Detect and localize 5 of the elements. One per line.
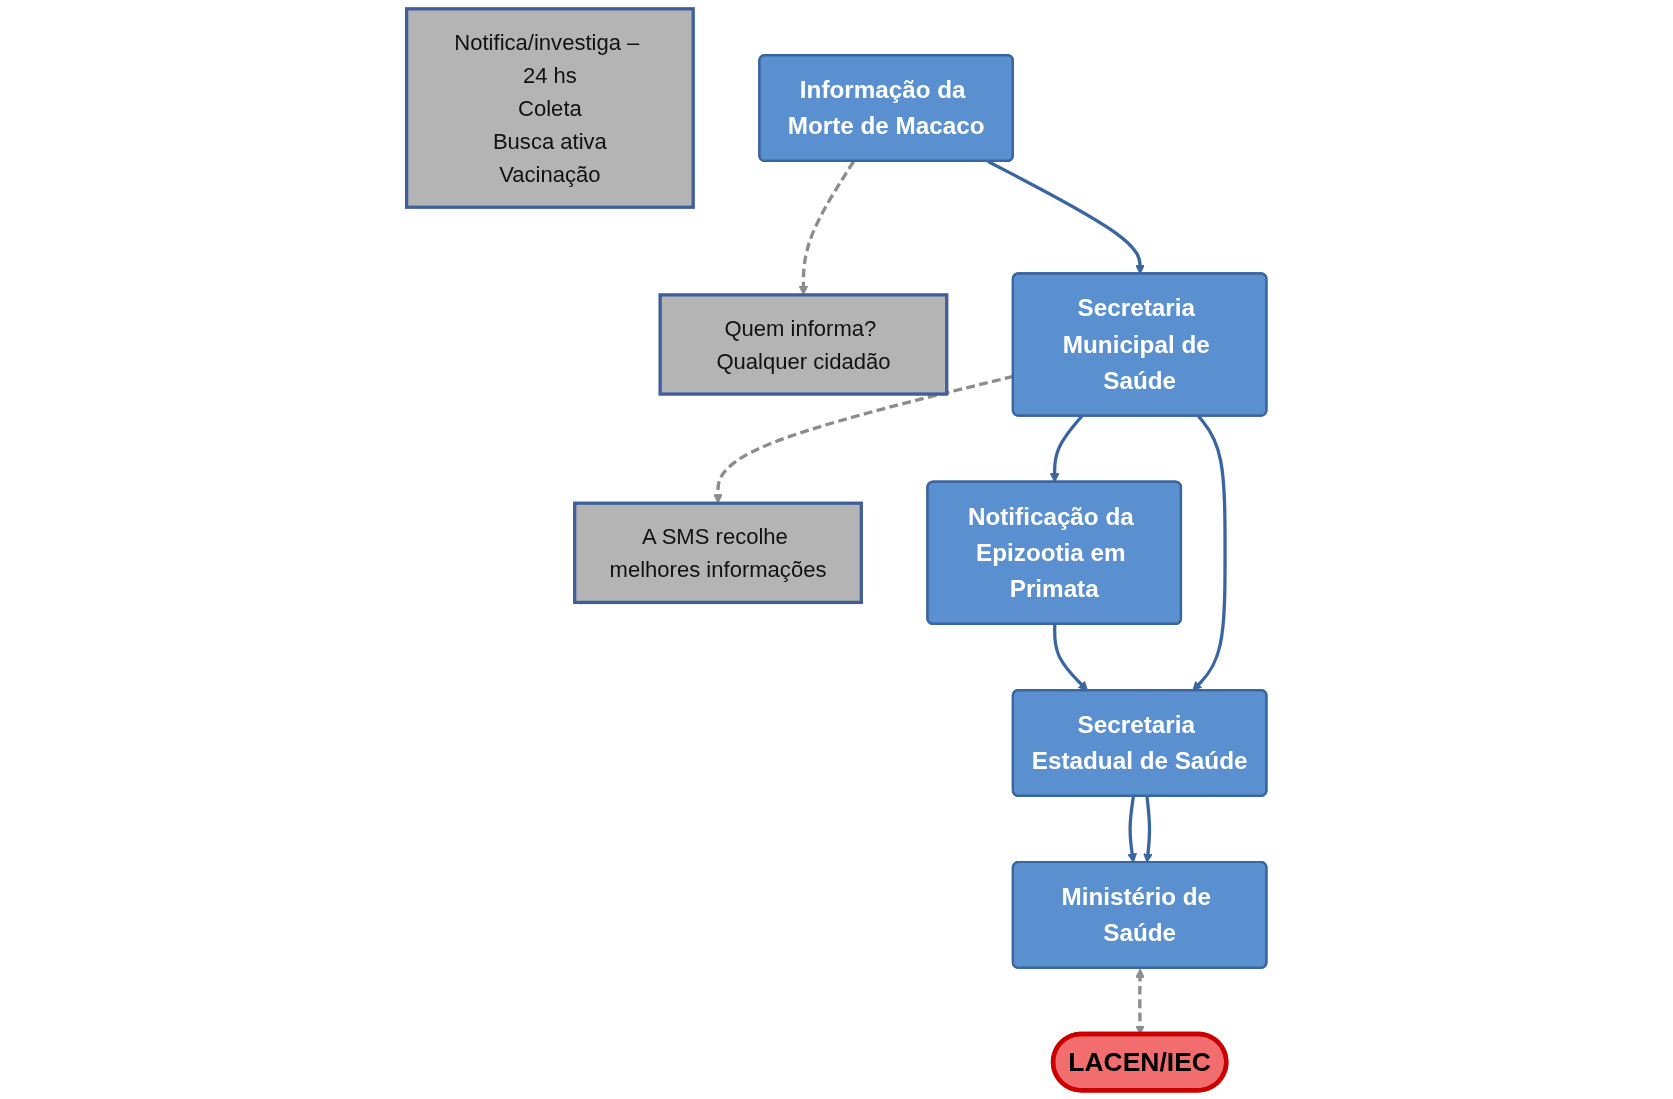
node-box: Quem informa? Qualquer cidadão — [658, 293, 949, 396]
node-box: A SMS recolhe melhores informações — [573, 501, 863, 605]
node-box: Notifica/investiga – 24 hs Coleta Busca ativa Vacinação — [404, 7, 695, 209]
arrow — [1127, 796, 1137, 863]
arrow — [1143, 796, 1153, 863]
